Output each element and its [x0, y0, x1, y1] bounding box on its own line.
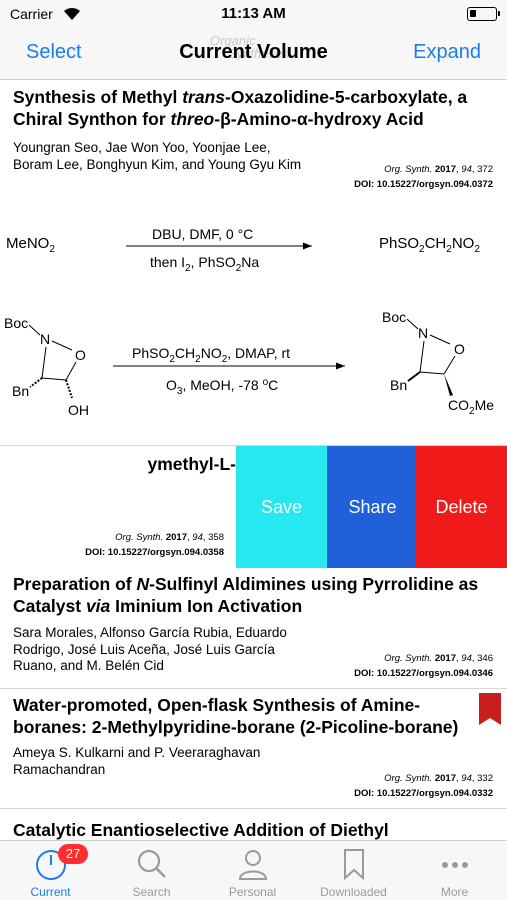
oxazolidine-ester-product-structure: Boc N O Bn CO2Me	[382, 309, 494, 417]
notification-badge: 27	[58, 844, 88, 864]
article-authors: Ameya S. Kulkarni and P. Veeraraghavan R…	[13, 745, 261, 777]
clock-time: 11:13 AM	[221, 5, 286, 22]
svg-text:O: O	[454, 341, 465, 357]
tab-bar: 27 Current Search Personal Downloaded Mo…	[0, 840, 507, 900]
search-icon	[137, 849, 166, 878]
article-title: Catalytic Enantioselective Addition of D…	[13, 820, 389, 840]
article-authors: Youngran Seo, Jae Won Yoo, Yoonjae Lee, …	[13, 140, 302, 172]
svg-text:Bn: Bn	[390, 377, 407, 393]
clock-icon	[35, 850, 66, 880]
reactant-menO2: MeNO2	[6, 235, 55, 255]
article-title: Preparation of N-Sulfinyl Aldimines usin…	[13, 574, 479, 616]
svg-text:Bn: Bn	[12, 383, 29, 399]
tab-label: Personal	[228, 885, 277, 899]
tab-current[interactable]: 27 Current	[0, 841, 101, 900]
list-item-article[interactable]: Catalytic Enantioselective Addition of D…	[0, 809, 507, 840]
tab-label: Current	[30, 885, 71, 899]
more-icon	[441, 862, 468, 868]
tab-downloaded[interactable]: Downloaded	[303, 841, 404, 900]
svg-text:N: N	[40, 331, 50, 347]
row2-conditions-above: PhSO2CH2NO2, DMAP, rt	[132, 345, 290, 365]
wifi-icon	[64, 7, 80, 21]
product-phso2ch2no2: PhSO2CH2NO2	[379, 235, 480, 255]
article-title: ymethyl-L-	[147, 454, 236, 474]
svg-text:OH: OH	[68, 402, 89, 418]
tab-personal[interactable]: Personal	[202, 841, 303, 900]
row1-conditions-above: DBU, DMF, 0 °C	[152, 226, 253, 242]
list-item-swiped[interactable]: ymethyl-L- Org. Synth. 2017, 94, 358 DOI…	[0, 446, 507, 568]
select-button[interactable]: Select	[26, 41, 82, 63]
org-syn-watermark-logo: Organic Syntheses	[210, 33, 289, 61]
svg-text:CO2Me: CO2Me	[448, 397, 494, 417]
tab-label: More	[440, 885, 469, 899]
page-title: Current Volume	[179, 41, 328, 63]
row1-conditions-below: then I2, PhSO2Na	[150, 254, 259, 274]
share-action-button[interactable]: Share	[327, 446, 418, 568]
list-item-article[interactable]: Synthesis of Methyl trans-Oxazolidine-5-…	[0, 80, 507, 446]
save-action-button[interactable]: Save	[236, 446, 327, 568]
reaction-scheme-graphic: MeNO2 DBU, DMF, 0 °C then I2, PhSO2Na Ph…	[4, 226, 494, 418]
person-icon	[238, 850, 267, 880]
article-citation: Org. Synth. 2017, 94, 358 DOI: 10.15227/…	[85, 532, 224, 558]
navigation-bar: Organic Syntheses Select Current Volume …	[0, 28, 507, 80]
bookmark-icon	[343, 849, 364, 881]
battery-icon	[467, 7, 500, 21]
bookmark-ribbon-icon	[479, 693, 501, 725]
article-citation: Org. Synth. 2017, 94, 372 DOI: 10.15227/…	[354, 164, 493, 190]
svg-text:Boc: Boc	[382, 309, 406, 325]
article-citation: Org. Synth. 2017, 94, 332 DOI: 10.15227/…	[354, 773, 493, 799]
svg-text:N: N	[418, 325, 428, 341]
delete-action-button[interactable]: Delete	[416, 446, 507, 568]
svg-text:O: O	[75, 347, 86, 363]
oxazolidine-reactant-structure: Boc N O Bn OH	[4, 315, 89, 418]
reaction-scheme: MeNO2 DBU, DMF, 0 °C then I2, PhSO2Na Ph…	[0, 220, 507, 446]
list-item-article[interactable]: Water-promoted, Open-flask Synthesis of …	[0, 689, 507, 809]
tab-more[interactable]: More	[404, 841, 505, 900]
carrier-label: Carrier	[10, 6, 53, 22]
swiped-article-content[interactable]: ymethyl-L- Org. Synth. 2017, 94, 358 DOI…	[0, 446, 236, 568]
row2-conditions-below: O3, MeOH, -78 oC	[166, 377, 278, 397]
list-item-article[interactable]: Preparation of N-Sulfinyl Aldimines usin…	[0, 569, 507, 689]
tab-search[interactable]: Search	[101, 841, 202, 900]
tab-label: Search	[132, 885, 171, 899]
article-citation: Org. Synth. 2017, 94, 346 DOI: 10.15227/…	[354, 653, 493, 679]
tab-label: Downloaded	[320, 885, 387, 899]
expand-button[interactable]: Expand	[413, 41, 481, 63]
article-list[interactable]: Synthesis of Methyl trans-Oxazolidine-5-…	[0, 80, 507, 840]
status-bar: Carrier 11:13 AM	[0, 0, 507, 28]
article-authors: Sara Morales, Alfonso García Rubia, Edua…	[13, 625, 287, 673]
article-title: Water-promoted, Open-flask Synthesis of …	[13, 695, 459, 737]
svg-text:Boc: Boc	[4, 315, 28, 331]
article-title: Synthesis of Methyl trans-Oxazolidine-5-…	[13, 87, 468, 129]
